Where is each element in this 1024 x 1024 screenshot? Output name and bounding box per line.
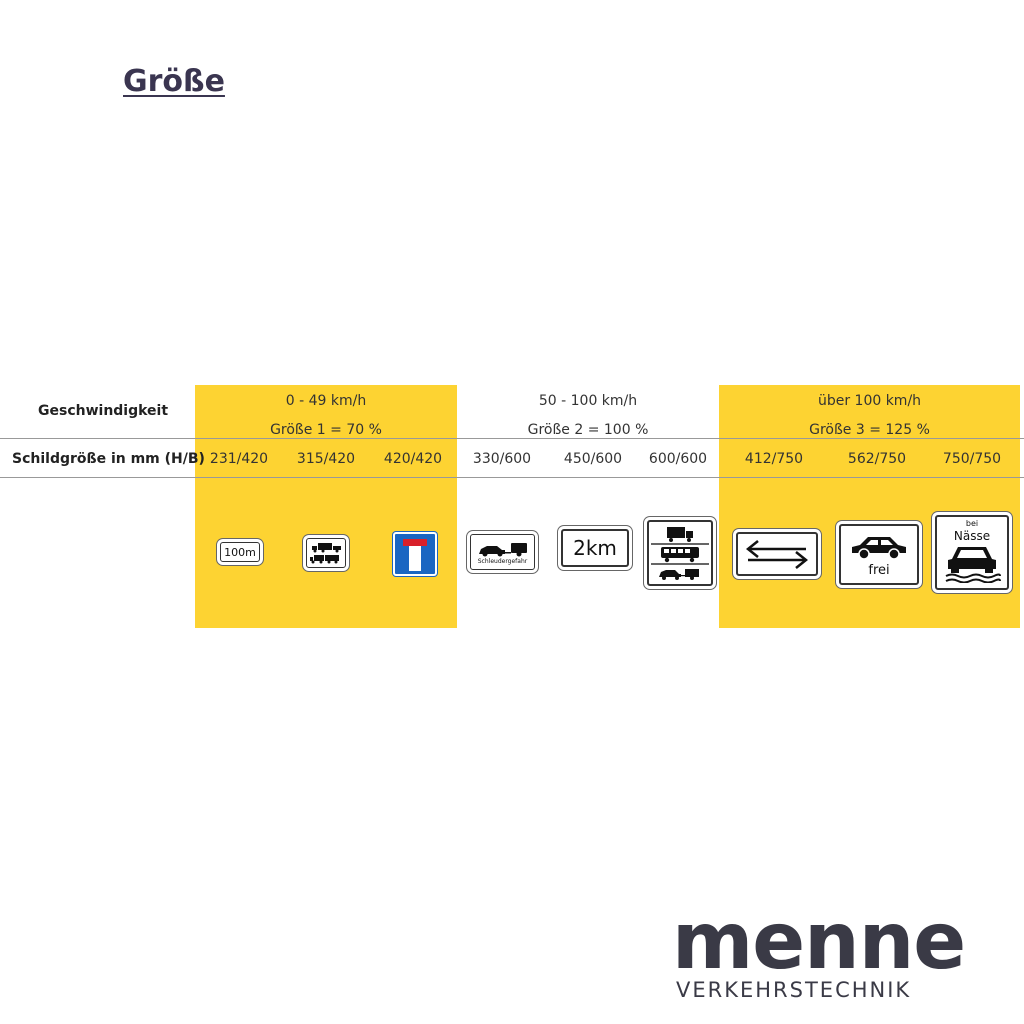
dimension-cell: 562/750 (847, 451, 907, 467)
speed-group-3-speed: über 100 km/h (817, 393, 922, 409)
size-group-1-highlight (195, 385, 457, 628)
car-free-sign-icon: frei (839, 524, 919, 585)
brand-logo-word: menne (672, 897, 966, 987)
sign-text-2km: 2km (573, 536, 617, 560)
speed-group-2: 50 - 100 km/h Größe 2 = 100 % (457, 387, 719, 445)
dimension-cell: 420/420 (383, 451, 443, 467)
car-wet-road-sign-icon: bei Nässe (935, 515, 1009, 590)
car-wet-road-icon (945, 547, 1001, 583)
car-trailer-skid-sign-icon: Schleudergefahr (470, 534, 535, 570)
size-row-label: Schildgröße in mm (H/B) (12, 451, 205, 467)
dimension-cell: 315/420 (296, 451, 356, 467)
sign-text-100m: 100m (224, 545, 256, 559)
two-way-arrows-sign-icon (736, 532, 818, 576)
trucks-trailers-icon (310, 543, 341, 564)
brand-logo-subtitle: VERKEHRSTECHNIK (676, 978, 912, 1002)
table-divider-bottom (0, 477, 1024, 478)
dimension-cell: 450/600 (563, 451, 623, 467)
speed-group-1-speed: 0 - 49 km/h (285, 393, 367, 409)
sign-text-frei: frei (868, 563, 890, 578)
sign-text-schleudergefahr: Schleudergefahr (477, 557, 528, 565)
dead-end-sign-icon (393, 532, 437, 576)
distance-sign-icon: 100m (220, 542, 260, 562)
trucks-trailers-sign-icon (306, 538, 346, 568)
table-divider-top (0, 438, 1024, 439)
speed-group-3-size: Größe 3 = 125 % (809, 422, 930, 438)
truck-bus-car-trailer-icon (651, 527, 709, 580)
dead-end-t-icon (403, 539, 427, 571)
sign-text-naesse: Nässe (953, 529, 991, 543)
speed-group-3: über 100 km/h Größe 3 = 125 % (719, 387, 1020, 445)
dimension-cell: 600/600 (648, 451, 708, 467)
sign-text-bei: bei (965, 519, 979, 528)
dimension-cell: 330/600 (472, 451, 532, 467)
distance-sign-icon: 2km (561, 529, 629, 567)
two-way-arrows-icon (745, 540, 809, 569)
speed-group-1: 0 - 49 km/h Größe 1 = 70 % (195, 387, 457, 445)
speed-group-2-size: Größe 2 = 100 % (527, 422, 649, 438)
dimension-cell: 412/750 (744, 451, 804, 467)
page-title: Größe (123, 64, 225, 99)
car-trailer-icon (478, 542, 527, 556)
dimension-cell: 231/420 (209, 451, 269, 467)
car-icon (852, 537, 906, 560)
speed-group-1-size: Größe 1 = 70 % (270, 422, 382, 438)
dimension-cell: 750/750 (942, 451, 1002, 467)
speed-row-label: Geschwindigkeit (38, 403, 169, 419)
speed-group-2-speed: 50 - 100 km/h (538, 393, 638, 409)
truck-bus-car-trailer-sign-icon (647, 520, 713, 586)
